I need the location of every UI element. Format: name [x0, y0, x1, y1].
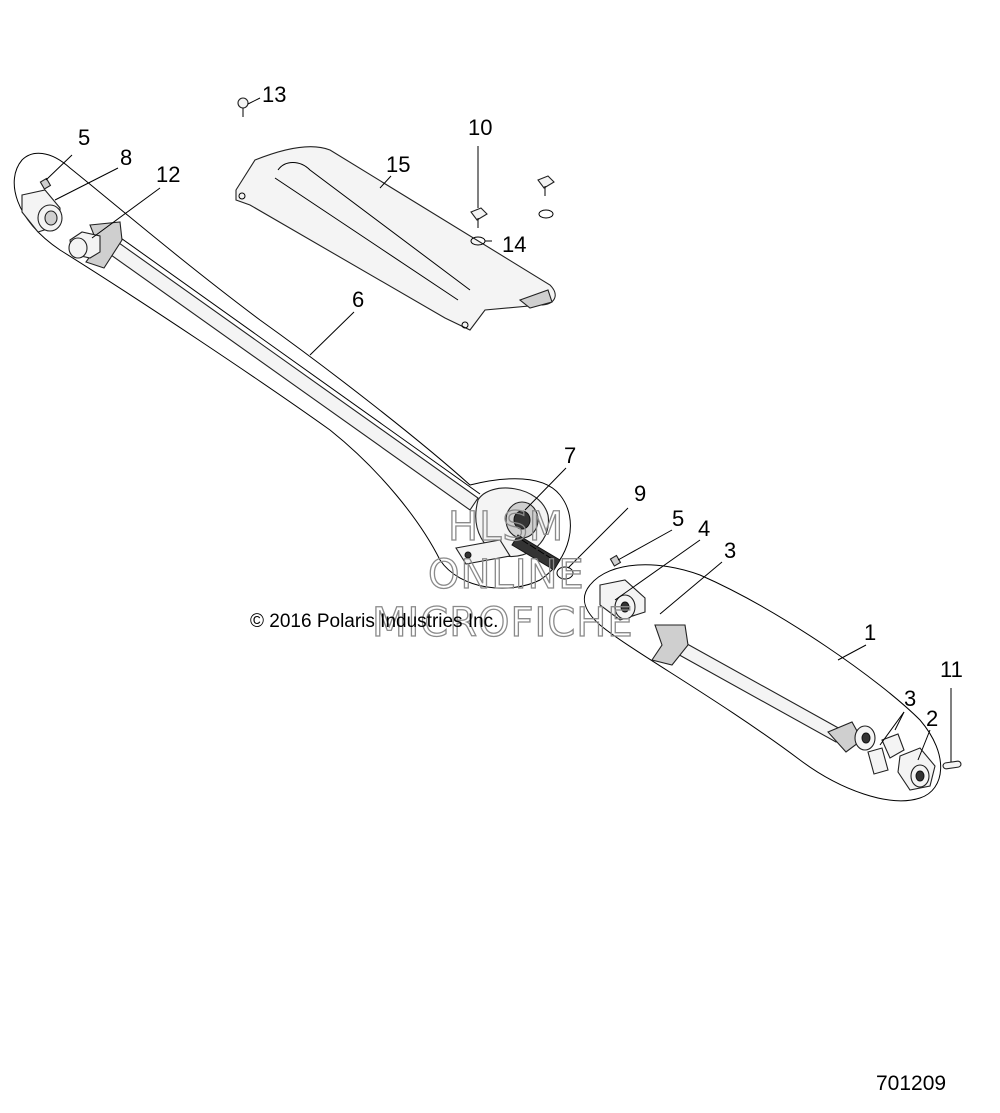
- group-outline-front-shaft: [583, 564, 942, 802]
- callout-5-right: 5: [672, 506, 684, 531]
- callout-13: 13: [262, 82, 286, 107]
- callout-9: 9: [634, 481, 646, 506]
- grease-fitting-part-right: [609, 554, 622, 567]
- callout-2: 2: [926, 706, 938, 731]
- snap-ring-part: [556, 566, 574, 580]
- u-joint-cross-part-upper: [599, 579, 646, 621]
- u-joint-bearing-part: [867, 733, 905, 775]
- push-rivet-part: [237, 97, 249, 117]
- front-yoke-part: [897, 747, 936, 791]
- copyright-notice: © 2016 Polaris Industries Inc.: [250, 611, 498, 632]
- drive-shaft-guard-part: [235, 146, 556, 331]
- group-outline-rear-shaft: [13, 152, 571, 589]
- callout-12: 12: [156, 162, 180, 187]
- callout-6: 6: [352, 287, 364, 312]
- rear-drive-shaft-part: [85, 221, 481, 511]
- callout-10: 10: [468, 115, 492, 140]
- callout-3-upper: 3: [724, 538, 736, 563]
- callout-7: 7: [564, 443, 576, 468]
- callout-15: 15: [386, 152, 410, 177]
- callout-11: 11: [940, 657, 963, 682]
- callout-1: 1: [864, 620, 876, 645]
- front-drive-shaft-part: [651, 624, 876, 753]
- watermark-line-2: ONLINE: [428, 552, 585, 598]
- bolt-part: [470, 175, 555, 228]
- callout-14: 14: [502, 232, 526, 257]
- callout-3-lower: 3: [904, 686, 916, 711]
- u-joint-cross-part-left: [68, 231, 101, 259]
- watermark-line-1: HLSM: [448, 504, 564, 550]
- roll-pin-part: [942, 760, 962, 770]
- leader-lines: [45, 97, 952, 762]
- grease-fitting-part-left: [39, 177, 52, 190]
- callout-5-left: 5: [78, 125, 90, 150]
- drawing-number: 701209: [876, 1072, 946, 1095]
- yoke-part: [21, 189, 63, 233]
- callout-4: 4: [698, 516, 710, 541]
- watermark-line-3: MICROFICHE: [372, 600, 634, 646]
- callout-8: 8: [120, 145, 132, 170]
